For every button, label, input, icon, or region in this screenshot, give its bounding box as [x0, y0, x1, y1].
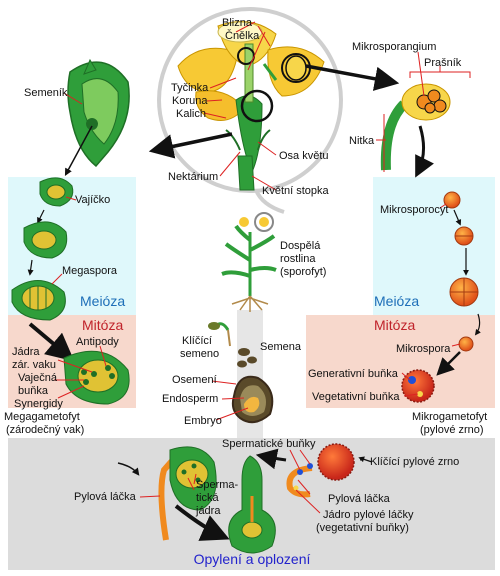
label-endosperm: Endosperm [162, 393, 218, 405]
label-kalich: Kalich [176, 108, 206, 120]
megagametophyte-pointer-lines [54, 345, 107, 399]
label-spermaticke-bunky: Spermatické buňky [222, 438, 316, 450]
mitosis-panel-right [306, 315, 495, 408]
label-jadro-1: Jádro pylové láčky [323, 509, 414, 521]
pollen-pointer-lines [401, 372, 419, 397]
arrow-to-ovary [148, 132, 233, 159]
label-kvetni-stopka: Květní stopka [262, 185, 330, 197]
label-klici-pylove-zrno: Klíčící pylové zrno [370, 456, 459, 468]
tetrad-cell [449, 277, 479, 307]
label-antipody: Antipody [76, 336, 119, 348]
label-koruna: Koruna [172, 95, 208, 107]
adult-plant-illustration [221, 212, 277, 312]
label-megaspora: Megaspora [62, 265, 118, 277]
label-klici-1: Klíčící [182, 335, 212, 347]
microsporocyte-pointer-line [439, 203, 447, 209]
arrow-ovary-to-ovule [64, 125, 93, 176]
label-oseme: Osemení [172, 374, 217, 386]
label-mikrogametofyt-1: Mikrogametofyt [412, 411, 487, 423]
label-jadra-1: Jádra [12, 346, 40, 358]
arrow-ovule-2-3 [27, 259, 34, 276]
megaspora-pointer-line [51, 273, 63, 285]
label-prasnik: Prašník [424, 57, 462, 69]
arrow-ovule-1-2 [37, 209, 45, 224]
anther-illustration [380, 83, 451, 171]
ovule-pointer-line [65, 196, 77, 201]
flower-illustration [177, 21, 325, 191]
label-synergidy: Synergidy [14, 398, 63, 410]
label-meioza-right: Meióza [374, 293, 419, 309]
arrow-microsporocyte-to-dyad [453, 209, 462, 226]
seed-cross-section [231, 375, 274, 424]
label-nitka: Nitka [349, 135, 375, 147]
label-mikrospora: Mikrospora [396, 343, 451, 355]
label-semena: Semena [260, 341, 302, 353]
label-generativni: Generativní buňka [308, 368, 399, 380]
label-vegetativni: Vegetativní buňka [312, 391, 400, 403]
label-blizna: Blizna [222, 17, 253, 29]
bottom-pointer-lines [139, 449, 321, 514]
ovule-stage-1 [39, 177, 74, 207]
arrow-tetrad-to-microspore [474, 313, 481, 336]
label-tycinka: Tyčinka [171, 82, 209, 94]
flower-circle-tail [254, 189, 285, 214]
label-osa-kvetu: Osa květu [279, 150, 329, 162]
label-mitoza-left: Mitóza [82, 317, 123, 333]
microspore-pointer-line [451, 343, 461, 347]
label-mikrogametofyt-2: (pylové zrno) [420, 424, 484, 436]
label-semenik: Semeník [24, 87, 68, 99]
germinating-pollen-illustration [286, 443, 355, 498]
arrow-megaspore-to-gametophyte [28, 322, 75, 362]
label-pylova-lacka-right: Pylová láčka [328, 493, 391, 505]
label-dospela-3: (sporofyt) [280, 266, 326, 278]
ovary-pointer-line [63, 92, 83, 105]
label-dospela-2: rostlina [280, 253, 316, 265]
anther-brackets [376, 51, 471, 172]
bottom-arrows [117, 448, 373, 541]
label-vajecna-2: buňka [18, 385, 49, 397]
fertilization-illustration [158, 446, 276, 554]
seed-pointer-lines [211, 380, 249, 421]
seeds-illustration [237, 348, 257, 368]
label-pylova-lacka-left: Pylová láčka [74, 491, 137, 503]
germinating-seed-illustration [208, 322, 231, 347]
diagram-title: Opylení a oplození [194, 551, 311, 567]
label-sperma-1: Sperma- [196, 479, 239, 491]
label-jadra-2: zár. vaku [12, 359, 56, 371]
label-jadro-2: (vegetativní buňky) [316, 522, 409, 534]
arrow-microspore-to-pollen [436, 351, 461, 376]
ovary-illustration [67, 58, 130, 168]
label-mikrosporangium: Mikrosporangium [352, 41, 436, 53]
megagametophyte-illustration [63, 350, 130, 405]
label-cnelka: Čnělka [225, 29, 260, 42]
label-meioza-left: Meióza [80, 293, 125, 309]
label-vajecna-1: Vaječná [18, 372, 58, 384]
label-klici-2: semeno [180, 348, 219, 360]
label-nektarium: Nektárium [168, 171, 218, 183]
label-megagametofyt-1: Megagametofyt [4, 411, 80, 423]
label-sperma-3: jádra [195, 505, 221, 517]
microsporocyte-cell [443, 191, 461, 209]
arrow-anther-to-microsporocyte [415, 125, 434, 178]
ovule-stage-3 [11, 280, 66, 321]
label-dospela-1: Dospělá [280, 240, 321, 252]
label-embryo: Embryo [184, 415, 222, 427]
label-mitoza-right: Mitóza [374, 317, 415, 333]
dyad-cell [454, 226, 474, 246]
label-vajicko: Vajíčko [75, 194, 110, 206]
ovule-stage-2 [23, 221, 68, 259]
label-sperma-2: tická [196, 492, 220, 504]
arrow-to-anther [305, 64, 400, 91]
flower-label-lines [203, 21, 277, 191]
label-mikrosporocyt: Mikrosporocyt [380, 204, 448, 216]
pollen-grain-illustration [401, 369, 435, 403]
microspore-cell [458, 336, 474, 352]
label-megagametofyt-2: (zárodečný vak) [6, 424, 84, 436]
